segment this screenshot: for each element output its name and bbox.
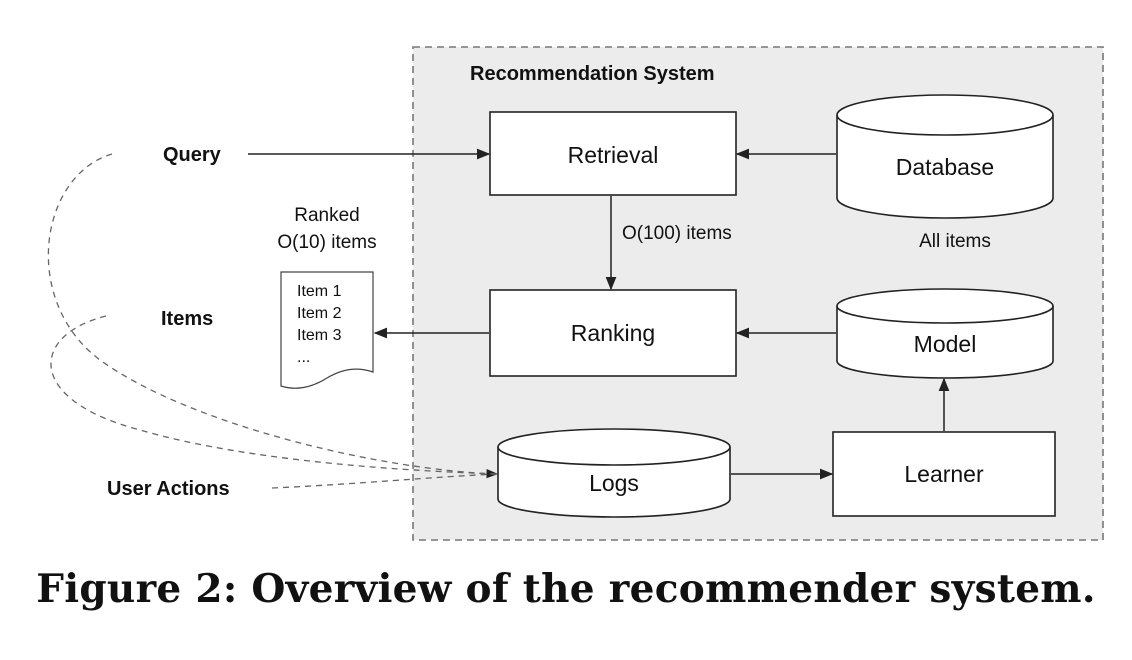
- dashed-curve-from-items: [50, 315, 498, 475]
- query-label: Query: [163, 144, 222, 166]
- retrieval-to-ranking-label: O(100) items: [622, 223, 732, 244]
- dashed-curve-from-query: [47, 153, 499, 479]
- ranking-label: Ranking: [571, 320, 655, 346]
- retrieval-label: Retrieval: [568, 142, 659, 168]
- learner-node: Learner: [832, 431, 1056, 517]
- retrieval-node: Retrieval: [489, 111, 737, 196]
- database-caption: All items: [919, 231, 991, 252]
- figure-caption: Figure 2: Overview of the recommender sy…: [36, 566, 1096, 612]
- ranked-items-document: Item 1 Item 2 Item 3 ...: [280, 271, 374, 389]
- learner-label: Learner: [904, 461, 984, 487]
- ranked-item-2: Item 2: [297, 305, 342, 322]
- dashed-line-from-user-actions: [271, 473, 498, 489]
- recommender-system-diagram: Recommendation System Retrieval Ranking …: [47, 46, 1104, 541]
- ranking-node: Ranking: [489, 289, 737, 377]
- items-label: Items: [161, 308, 213, 330]
- model-label: Model: [914, 331, 977, 357]
- system-title: Recommendation System: [470, 63, 715, 85]
- user-actions-label: User Actions: [107, 478, 230, 500]
- ranked-item-3: Item 3: [297, 327, 342, 344]
- ranked-caption-line2: O(10) items: [277, 232, 376, 253]
- database-cylinder: Database: [836, 94, 1054, 219]
- ranked-item-more: ...: [297, 349, 310, 366]
- ranked-caption-line1: Ranked: [294, 205, 360, 226]
- ranked-item-1: Item 1: [297, 283, 342, 300]
- model-cylinder: Model: [836, 288, 1054, 379]
- document-icon: [280, 271, 374, 389]
- logs-label: Logs: [589, 470, 639, 496]
- logs-cylinder: Logs: [497, 428, 731, 518]
- database-label: Database: [896, 154, 994, 180]
